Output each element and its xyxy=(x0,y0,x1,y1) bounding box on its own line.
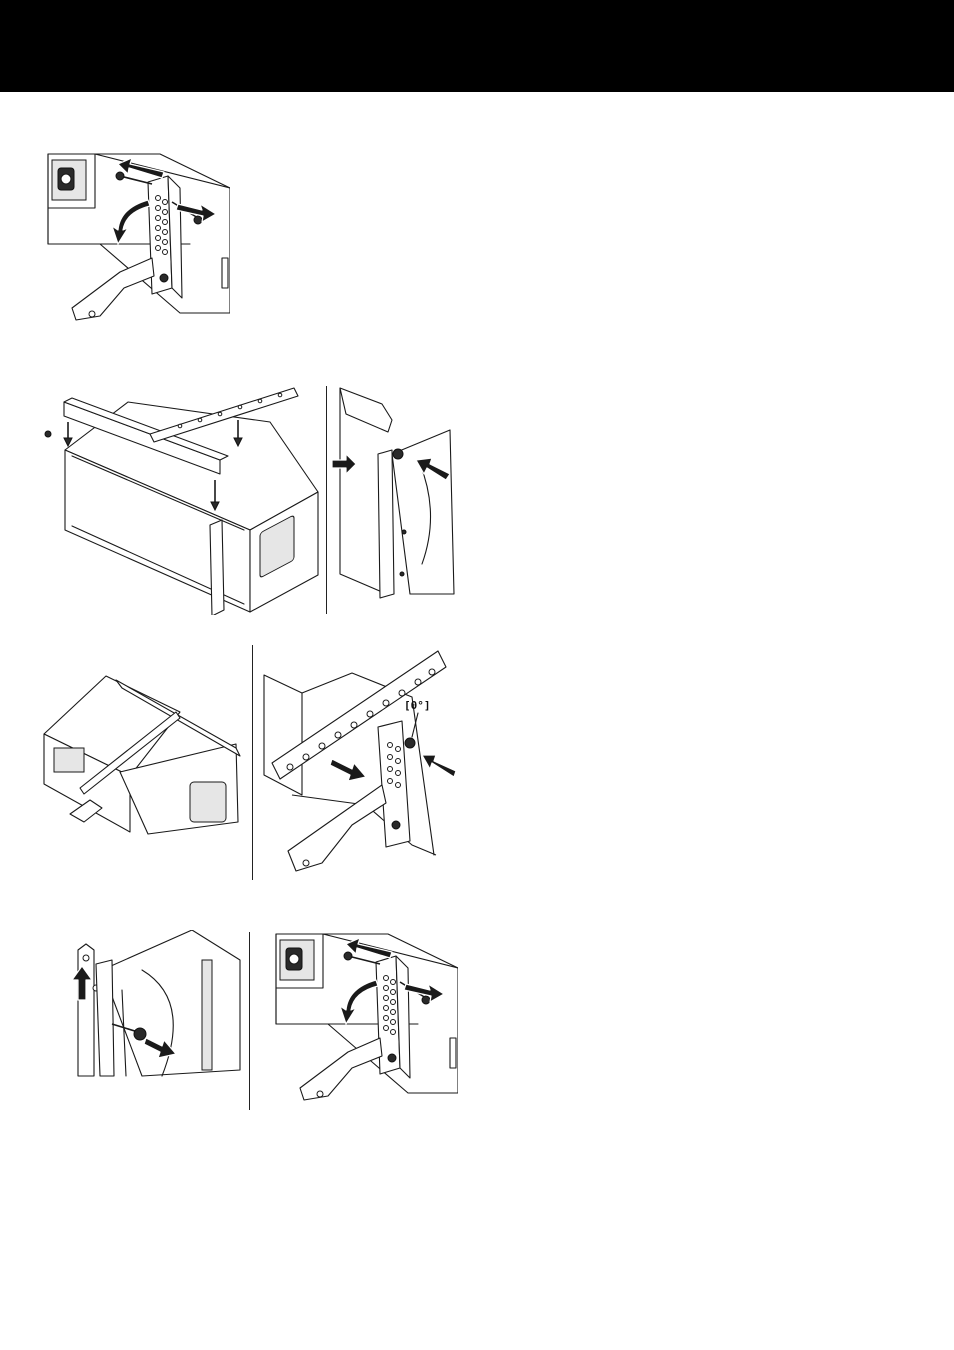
cabinet-front xyxy=(101,930,241,1077)
handle-lever xyxy=(71,257,155,321)
handle-lever xyxy=(299,1037,383,1101)
handle-lever xyxy=(287,784,387,872)
fig3b-illustration: [0°] xyxy=(263,650,457,872)
pull-arrows xyxy=(111,157,217,245)
front-link xyxy=(77,943,115,1077)
splay-bracket xyxy=(375,955,411,1079)
cabinet-body xyxy=(64,401,319,613)
splay-bracket xyxy=(377,720,416,848)
rigging-frame xyxy=(63,387,299,615)
locking-pins xyxy=(343,951,431,1005)
push-arrows xyxy=(329,754,457,782)
fig4a-illustration xyxy=(71,930,241,1077)
divider-row3 xyxy=(252,645,253,880)
fig1-illustration xyxy=(47,153,230,321)
fig2a-illustration xyxy=(44,387,319,615)
divider-row4 xyxy=(249,932,250,1110)
cabinet-with-frame xyxy=(43,675,241,835)
fig2b-illustration xyxy=(331,387,455,599)
splay-bracket xyxy=(147,175,183,299)
cabinet-rear-panel xyxy=(275,933,458,1094)
frame-end xyxy=(339,387,407,599)
down-arrows xyxy=(44,420,243,512)
divider-row2 xyxy=(326,386,327,614)
release-pin xyxy=(111,1023,147,1041)
angle-label: [0°] xyxy=(404,699,431,712)
angle-callout: [0°] xyxy=(404,699,431,738)
push-arrows xyxy=(331,453,451,481)
perforated-bar xyxy=(271,650,447,780)
cabinet-rear-panel xyxy=(47,153,230,314)
pull-arrows xyxy=(339,937,445,1025)
fig4b-illustration xyxy=(275,933,458,1101)
motion-arrows xyxy=(71,965,177,1059)
header-bar xyxy=(0,0,954,92)
fig3a-illustration xyxy=(43,675,241,835)
